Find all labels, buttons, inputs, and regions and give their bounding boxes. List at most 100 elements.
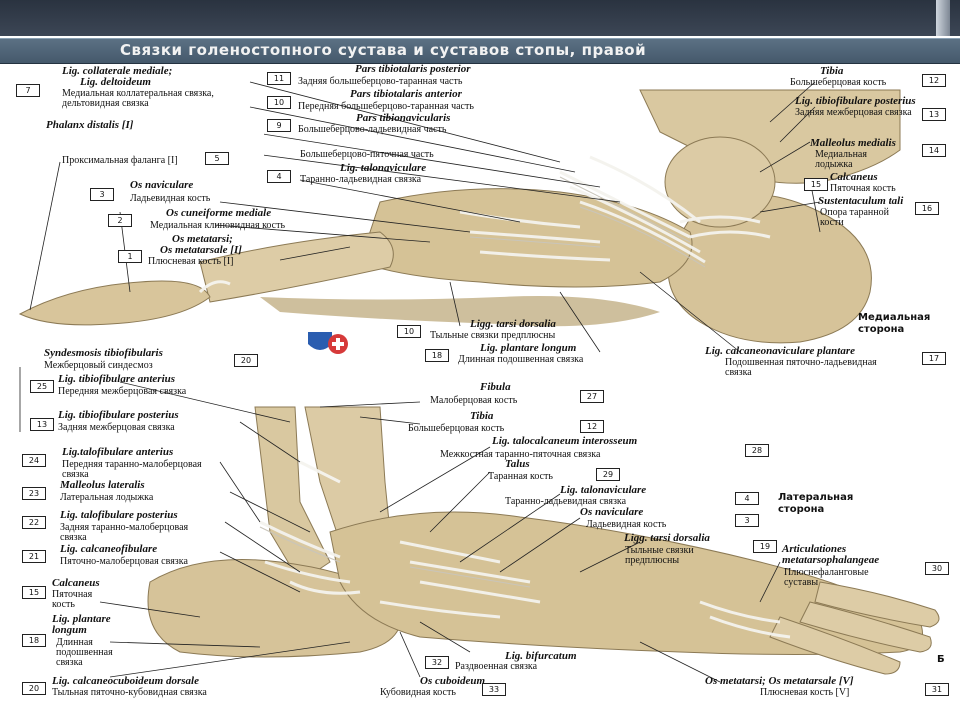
label-russian: Раздвоенная связка: [455, 661, 538, 672]
label-russian: Малоберцовая кость: [430, 395, 518, 406]
label-latin: Os metatarsi;: [172, 233, 233, 245]
label-russian: Ладьевидная кость: [130, 193, 211, 204]
lateral-foot-drawing: [147, 406, 940, 675]
label-russian: Плюсневая кость [I]: [148, 256, 234, 267]
label-russian: Пяточно-малоберцовая связка: [60, 556, 188, 567]
label-russian: Тыльные связки предплюсны: [625, 545, 694, 566]
label-latin: Talus: [505, 458, 530, 470]
label-number: 15: [804, 178, 828, 191]
label-latin: Malleolus medialis: [810, 137, 896, 149]
label-russian: Межберцовый синдесмоз: [44, 360, 153, 371]
label-number: 11: [267, 72, 291, 85]
bottom-leader-lines: [19, 367, 781, 683]
label-latin: Lig. calcaneofibulare: [60, 543, 158, 555]
label-latin: Lig. talonaviculare: [560, 484, 647, 496]
label-number: 2: [108, 214, 132, 227]
label-number: 21: [22, 550, 46, 563]
panel-letter: Б: [937, 654, 945, 665]
label-latin: Lig. talonaviculare: [340, 162, 427, 174]
label-russian: Пяточная кость: [830, 183, 896, 194]
label-number: 16: [915, 202, 939, 215]
foot-illustration: [18, 81, 940, 683]
label-latin: Pars tibiotalaris anterior: [350, 88, 462, 100]
label-number: 28: [745, 444, 769, 457]
label-russian: Пяточная кость: [52, 589, 93, 610]
label-latin: Lig. tibiofibulare posterius: [795, 95, 916, 107]
label-latin: Articulationes metatarsophalangeae: [782, 543, 880, 566]
label-number: 10: [267, 96, 291, 109]
label-russian: Задняя межберцовая связка: [795, 107, 912, 118]
label-latin: Pars tibiotalaris posterior: [355, 63, 471, 75]
label-number: 14: [922, 144, 946, 157]
label-latin: Lig. plantare longum: [480, 342, 577, 354]
top-bar: [0, 0, 960, 36]
label-russian: Кубовидная кость: [380, 687, 456, 698]
label-number: 22: [22, 516, 46, 529]
label-latin: Malleolus lateralis: [60, 479, 145, 491]
label-number: 18: [22, 634, 46, 647]
page-title: Связки голеностопного сустава и суставов…: [120, 41, 647, 59]
label-latin: Tibia: [820, 65, 844, 77]
label-russian: Ладьевидная кость: [586, 519, 667, 530]
label-number: 13: [922, 108, 946, 121]
medial-foot-drawing: [18, 89, 901, 344]
label-russian: Большеберцово-ладьевидная часть: [298, 124, 447, 135]
label-number: 32: [425, 656, 449, 669]
label-russian: Задняя межберцовая связка: [58, 422, 175, 433]
label-russian: Тыльные связки предплюсны: [430, 330, 556, 341]
label-number: 15: [22, 586, 46, 599]
label-latin: Os naviculare: [580, 506, 644, 518]
label-russian: Тыльная пяточно-кубовидная связка: [52, 687, 207, 698]
top-bar-accent: [936, 0, 950, 36]
title-band: Связки голеностопного сустава и суставов…: [0, 38, 960, 64]
label-latin: Lig. tibiofibulare anterius: [58, 373, 176, 385]
label-latin: Syndesmosis tibiofibularis: [44, 347, 163, 359]
label-number: 25: [30, 380, 54, 393]
label-number: 18: [425, 349, 449, 362]
label-latin: Lig.talofibulare anterius: [62, 446, 174, 458]
label-number: 20: [234, 354, 258, 367]
label-number: 4: [735, 492, 759, 505]
label-russian: Латеральная лодыжка: [60, 492, 154, 503]
label-number: 7: [16, 84, 40, 97]
label-russian: Задняя таранно-малоберцовая связка: [60, 522, 189, 543]
side-label-medial: Медиальная сторона: [858, 312, 931, 335]
label-latin: Os naviculare: [130, 179, 194, 191]
label-russian: Таранно-ладьевидная связка: [300, 174, 422, 185]
label-number: 1: [118, 250, 142, 263]
label-russian: Проксимальная фаланга [I]: [62, 155, 178, 166]
label-latin: Lig. calcaneocuboideum dorsale: [52, 675, 199, 687]
label-latin: Pars tibionavicularis: [356, 112, 451, 124]
label-number: 27: [580, 390, 604, 403]
label-latin: Lig. talofibulare posterius: [60, 509, 178, 521]
label-number: 9: [267, 119, 291, 132]
label-number: 3: [735, 514, 759, 527]
label-number: 19: [753, 540, 777, 553]
label-number: 12: [922, 74, 946, 87]
label-latin: Tibia: [470, 410, 494, 422]
label-number: 31: [925, 683, 949, 696]
label-number: 13: [30, 418, 54, 431]
label-latin: Ligg. tarsi dorsalia: [470, 318, 556, 330]
label-number: 12: [580, 420, 604, 433]
label-latin: Lig. collaterale mediale;: [62, 65, 173, 77]
label-number: 23: [22, 487, 46, 500]
label-russian: Плюснефаланговые суставы: [784, 567, 869, 588]
label-number: 33: [482, 683, 506, 696]
label-russian: Медиальная клиновидная кость: [150, 220, 286, 231]
label-latin: Sustentaculum tali: [818, 195, 904, 207]
label-latin: Calcaneus: [830, 171, 878, 183]
label-number: 4: [267, 170, 291, 183]
label-latin: Lig. calcaneonaviculare plantare: [705, 345, 856, 357]
label-russian: Длинная подошвенная связка: [458, 354, 584, 365]
label-russian: Передняя межберцовая связка: [58, 386, 187, 397]
label-latin: Lig. bifurcatum: [505, 650, 577, 662]
label-number: 17: [922, 352, 946, 365]
label-number: 5: [205, 152, 229, 165]
label-latin: Phalanx distalis [I]: [46, 119, 134, 131]
label-russian: Медиальная коллатеральная связка, дельто…: [62, 88, 214, 109]
label-russian: Подошвенная пяточно-ладьевидная связка: [725, 357, 877, 378]
label-russian: Задняя большеберцово-таранная часть: [298, 76, 463, 87]
label-latin: Fibula: [480, 381, 511, 393]
label-russian: Опора таранной кости: [820, 207, 889, 228]
